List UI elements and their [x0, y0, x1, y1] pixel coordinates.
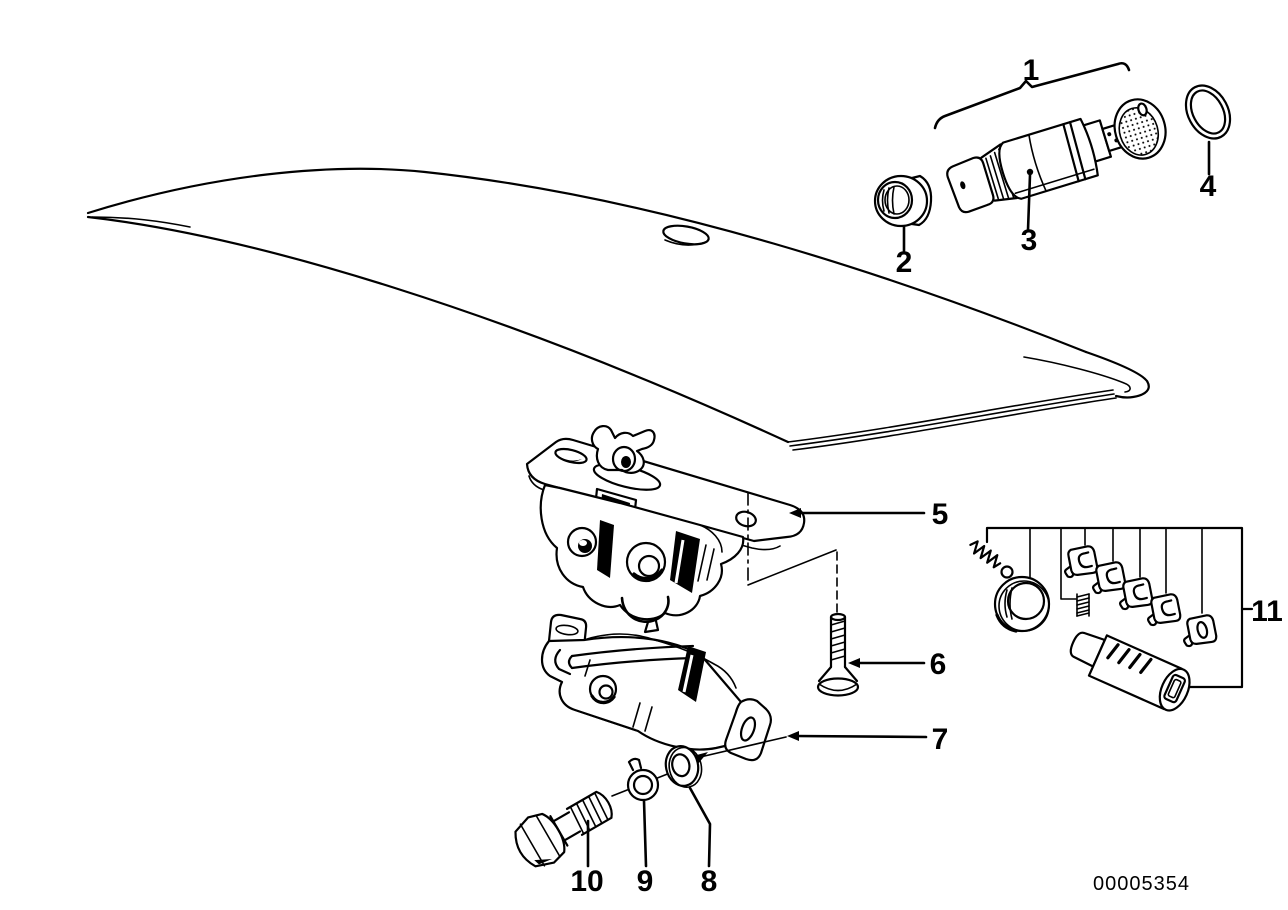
kit-lock-barrel: [1069, 631, 1191, 712]
callout-labels: 1 2 3 4 5 6 7 8 9 10 11: [570, 54, 1283, 898]
kit-ball: [1000, 565, 1014, 579]
kit-spring: [969, 540, 1002, 569]
kit-bracket: [985, 526, 1244, 689]
part-11-repair-kit: [969, 526, 1254, 712]
part-4-o-ring: [1184, 84, 1232, 140]
screw-axis-lines: [747, 492, 838, 615]
kit-ring: [993, 575, 1051, 633]
callout-11: 11: [1251, 595, 1283, 628]
kit-tumbler-5: [1177, 611, 1220, 650]
part-7-striker-bracket: [540, 613, 772, 762]
part-2-guide-nut: [873, 174, 933, 228]
callout-1: 1: [1023, 54, 1040, 87]
callout-10: 10: [570, 865, 603, 898]
kit-tumbler-1: [1058, 542, 1101, 581]
callout-7: 7: [932, 723, 949, 756]
callout-4: 4: [1200, 170, 1217, 203]
callout-9: 9: [637, 865, 654, 898]
callout-3: 3: [1021, 224, 1038, 257]
leader-lines: [586, 140, 1211, 868]
kit-small-spring: [1076, 593, 1090, 617]
callout-6: 6: [930, 648, 947, 681]
callout-2: 2: [896, 246, 913, 279]
keyhole-cutout: [662, 224, 710, 246]
callout-8: 8: [701, 865, 718, 898]
part-10-hex-bolt: [514, 790, 613, 868]
part-5-trunk-latch: [525, 425, 806, 634]
part-3-lock-barrel-with-key: [946, 98, 1167, 214]
part-6-countersunk-screw: [816, 612, 860, 697]
part-9-lock-washer: [626, 757, 660, 802]
diagram-code: 00005354: [1093, 873, 1190, 895]
callout-5: 5: [932, 498, 949, 531]
callout-bracket-1: [933, 61, 1131, 130]
key-head: [1113, 98, 1167, 160]
trunk-lid-panel: [86, 167, 1150, 451]
